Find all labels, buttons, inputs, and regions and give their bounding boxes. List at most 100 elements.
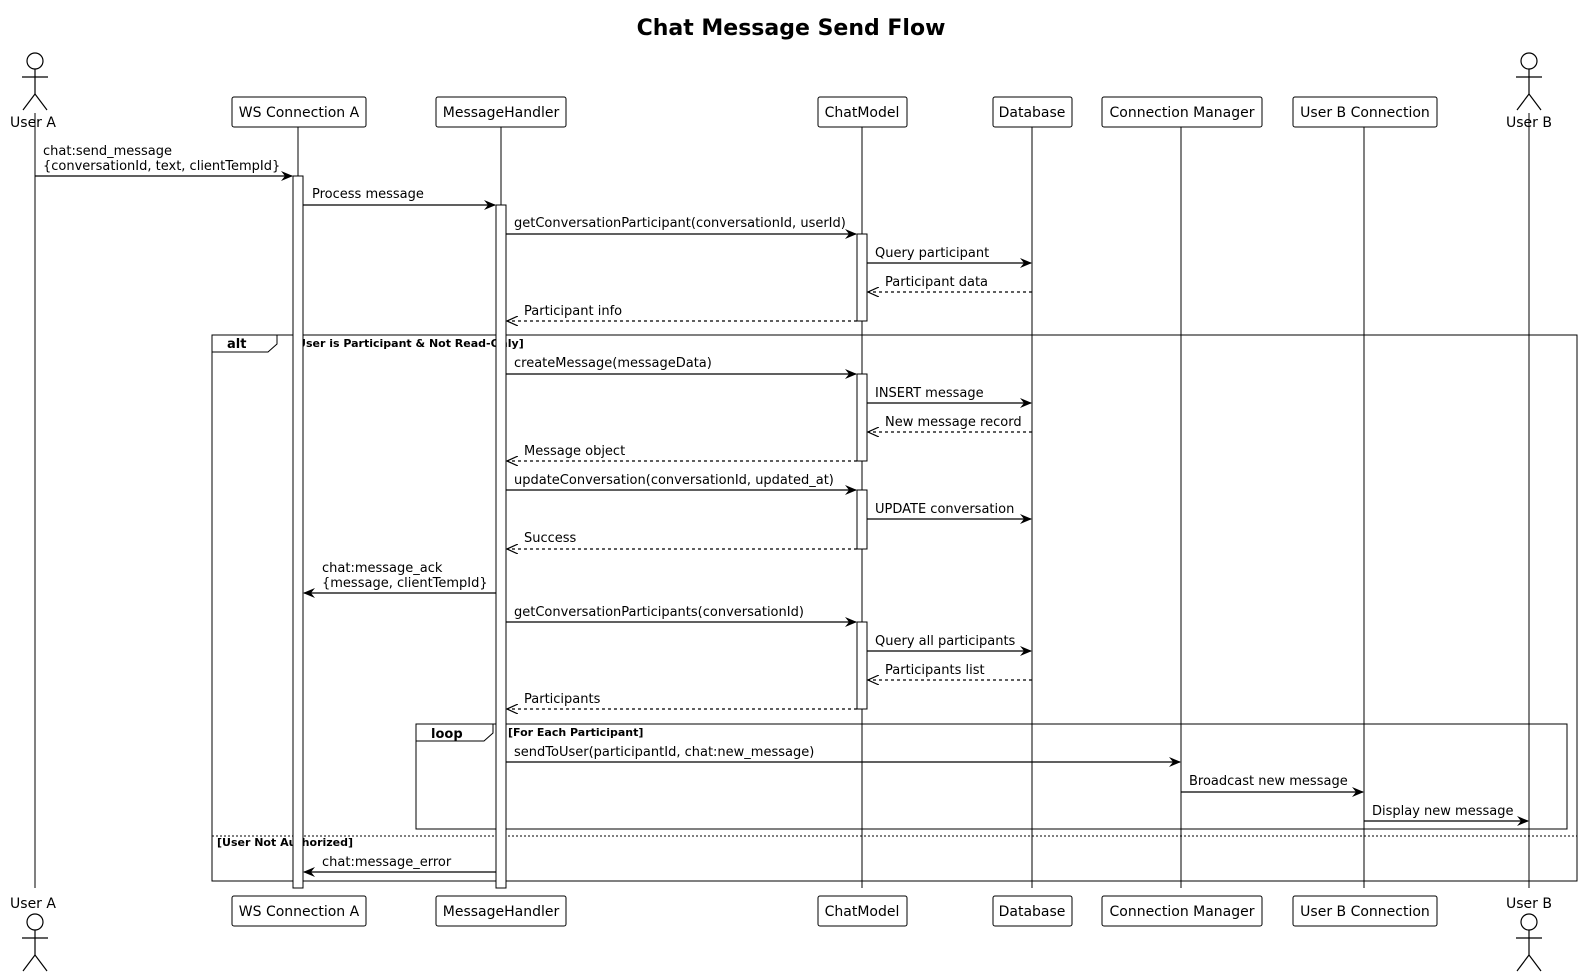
message-label: getConversationParticipants(conversation… xyxy=(514,605,804,620)
message: New message record xyxy=(868,415,1032,432)
message: Message object xyxy=(507,444,857,461)
participant-user-b-connection: User B Connection xyxy=(1292,895,1438,927)
participant-chat-model: ChatModel xyxy=(817,96,908,128)
message-label: Participant data xyxy=(885,275,988,290)
loop-tab xyxy=(416,723,494,742)
message-label: Message object xyxy=(524,444,625,459)
message: updateConversation(conversationId, updat… xyxy=(506,473,857,495)
participant-label: ChatModel xyxy=(825,105,900,121)
activation-ws-connection-a xyxy=(292,175,304,889)
message-label: UPDATE conversation xyxy=(875,502,1014,517)
actor-icon xyxy=(1516,52,1542,111)
message: chat:message_error xyxy=(303,855,496,877)
participant-connection-manager: Connection Manager xyxy=(1101,895,1263,927)
actor-icon xyxy=(22,913,48,972)
message: chat:message_ack {message, clientTempId} xyxy=(303,561,496,598)
actor-user-b: User B xyxy=(1506,52,1552,131)
message-label: chat:send_message xyxy=(43,144,172,159)
message-label: Participants list xyxy=(885,663,985,678)
participant-label: WS Connection A xyxy=(239,105,360,121)
message: Broadcast new message xyxy=(1181,774,1364,797)
message: Participant info xyxy=(507,304,857,321)
activation-chat-model xyxy=(856,621,868,710)
message: Display new message xyxy=(1364,804,1529,826)
message-label: updateConversation(conversationId, updat… xyxy=(514,473,834,488)
message-label: getConversationParticipant(conversationI… xyxy=(514,216,846,231)
participant-ws-connection-a: WS Connection A xyxy=(231,96,367,128)
message-label: New message record xyxy=(885,415,1022,430)
message-list: chat:send_message {conversationId, text,… xyxy=(35,144,1529,877)
participant-chat-model: ChatModel xyxy=(817,895,908,927)
activation-message-handler xyxy=(495,204,507,889)
message-label: sendToUser(participantId, chat:new_messa… xyxy=(514,745,814,760)
actor-label: User A xyxy=(10,896,56,912)
participant-ws-connection-a: WS Connection A xyxy=(231,895,367,927)
message-label: {message, clientTempId} xyxy=(322,576,488,591)
message-label: Display new message xyxy=(1372,804,1513,819)
actor-icon xyxy=(22,52,48,111)
alt-tab xyxy=(212,334,278,353)
alt-else-guard: [User Not Authorized] xyxy=(217,836,353,849)
participant-message-handler: MessageHandler xyxy=(435,895,567,927)
actor-icon xyxy=(1516,913,1542,972)
participant-user-b-connection: User B Connection xyxy=(1292,96,1438,128)
participants-top: User A WS Connection A MessageHandler Ch… xyxy=(10,52,1552,131)
participant-label: User B Connection xyxy=(1300,105,1430,121)
actor-user-b: User B xyxy=(1506,896,1552,972)
message: Success xyxy=(507,531,857,549)
message: getConversationParticipants(conversation… xyxy=(506,605,857,627)
activations xyxy=(292,175,868,889)
participant-label: WS Connection A xyxy=(239,904,360,920)
message-label: chat:message_error xyxy=(322,855,452,870)
actor-user-a: User A xyxy=(10,52,56,131)
loop-guard: [For Each Participant] xyxy=(508,726,643,739)
message: Participants list xyxy=(868,663,1032,680)
message-label: {conversationId, text, clientTempId} xyxy=(43,159,280,174)
actor-label: User B xyxy=(1506,896,1552,912)
loop-keyword: loop xyxy=(431,727,463,742)
loop-fragment: loop [For Each Participant] xyxy=(415,723,1568,830)
participants-bottom: User A WS Connection A MessageHandler Ch… xyxy=(10,895,1552,972)
actor-user-a: User A xyxy=(10,896,56,972)
message: Participant data xyxy=(868,275,1032,292)
alt-keyword: alt xyxy=(227,337,246,352)
participant-label: Connection Manager xyxy=(1109,105,1254,121)
actor-label: User B xyxy=(1506,115,1552,131)
participant-label: User B Connection xyxy=(1300,904,1430,920)
participant-database: Database xyxy=(992,96,1073,128)
message: Process message xyxy=(303,187,496,210)
message-label: chat:message_ack xyxy=(322,561,443,576)
participant-database: Database xyxy=(992,895,1073,927)
participant-label: MessageHandler xyxy=(443,904,560,920)
alt-guard: [User is Participant & Not Read-Only] xyxy=(292,337,524,350)
message-label: Query all participants xyxy=(875,634,1016,649)
message: chat:send_message {conversationId, text,… xyxy=(35,144,293,181)
message: Query participant xyxy=(867,246,1032,268)
participant-connection-manager: Connection Manager xyxy=(1101,96,1263,128)
message-label: Participants xyxy=(524,692,601,707)
message: getConversationParticipant(conversationI… xyxy=(506,216,857,239)
message: INSERT message xyxy=(867,386,1032,408)
message: Participants xyxy=(507,692,857,709)
message-label: Process message xyxy=(312,187,424,202)
participant-label: ChatModel xyxy=(825,904,900,920)
message-label: Query participant xyxy=(875,246,989,261)
activation-chat-model xyxy=(856,373,868,462)
message-label: Broadcast new message xyxy=(1189,774,1348,789)
message-label: Success xyxy=(524,531,577,546)
diagram-title: Chat Message Send Flow xyxy=(637,16,946,41)
participant-label: Database xyxy=(999,904,1066,920)
message-label: INSERT message xyxy=(875,386,984,401)
alt-fragment: alt [User is Participant & Not Read-Only… xyxy=(211,334,1578,882)
message-label: createMessage(messageData) xyxy=(514,356,712,371)
participant-label: Database xyxy=(999,105,1066,121)
message: createMessage(messageData) xyxy=(506,356,857,379)
actor-label: User A xyxy=(10,115,56,131)
participant-label: MessageHandler xyxy=(443,105,560,121)
activation-chat-model xyxy=(856,489,868,550)
participant-label: Connection Manager xyxy=(1109,904,1254,920)
message: UPDATE conversation xyxy=(867,502,1032,524)
message-label: Participant info xyxy=(524,304,622,319)
message: sendToUser(participantId, chat:new_messa… xyxy=(506,745,1181,767)
